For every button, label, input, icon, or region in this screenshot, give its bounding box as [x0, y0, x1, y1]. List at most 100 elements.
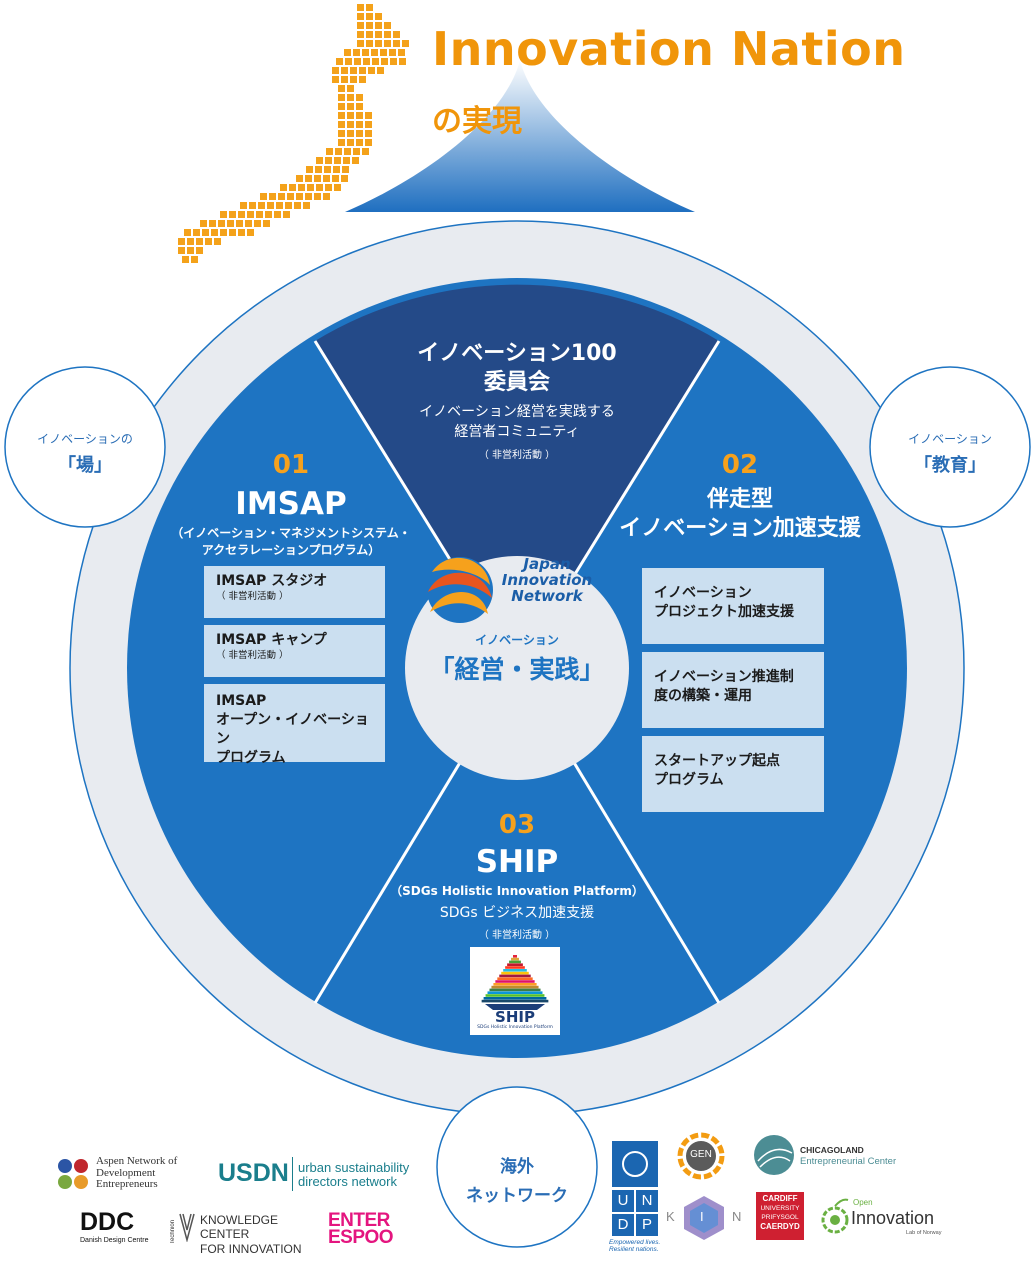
imsap-open-line2: オープン・イノベーション	[216, 711, 369, 747]
right-segment-text: 02 伴走型 イノベーション加速支援	[580, 450, 900, 543]
kin-logo: K I N	[664, 1193, 744, 1243]
aspen-line1: Aspen Network of	[96, 1155, 178, 1167]
technion-word: Technion	[170, 1219, 176, 1244]
system-building-line1: イノベーション推進制	[654, 669, 794, 685]
undp-logo: U N D P Empowered lives. Resilient natio…	[609, 1141, 660, 1261]
left-segment-text: 01 IMSAP （イノベーション・マネジメントシステム・ アクセラレーションプ…	[141, 450, 441, 558]
right-circle-big: 「教育」	[914, 455, 986, 476]
left-side-circle	[4, 366, 166, 528]
usdn-sub2: directors network	[298, 1173, 397, 1189]
project-support-line2: プロジェクト加速支援	[654, 603, 794, 620]
open-small: Open	[853, 1198, 873, 1207]
ship-logo-sub: SDGs Holistic Innovation Platform	[477, 1025, 553, 1030]
right-segment-name1: 伴走型	[706, 487, 773, 512]
kin-hexagon-icon	[684, 1196, 724, 1240]
cardiff-line3: PRIFYSGOL	[761, 1213, 799, 1221]
bottom-circle-line2: ネットワーク	[466, 1186, 568, 1206]
ddc-logo: DDC Danish Design Centre	[80, 1208, 170, 1252]
kci-logo: Technion KNOWLEDGE CENTER FOR INNOVATION	[170, 1210, 320, 1256]
cardiff-line2: UNIVERSITY	[760, 1204, 800, 1212]
right-side-circle	[869, 366, 1031, 528]
enter-line1: ENTER	[328, 1210, 390, 1231]
undp-tag1: Empowered lives.	[609, 1239, 661, 1246]
enter-espoo-logo: ENTER ESPOO	[328, 1210, 428, 1249]
undp-emblem-icon	[612, 1141, 658, 1187]
undp-n: N	[636, 1190, 658, 1212]
left-circle-label: イノベーションの 「場」	[10, 430, 160, 477]
chicagoland-globe-icon	[754, 1135, 794, 1175]
open-innovation-icon	[821, 1198, 849, 1234]
chicagoland-line2: Entrepreneurial Center	[800, 1156, 897, 1167]
aspen-logo-icon	[58, 1159, 92, 1191]
top-segment-title2: 委員会	[483, 369, 550, 395]
open-sub: Lab of Norway	[906, 1230, 942, 1236]
startup-program-line1: スタートアップ起点	[654, 753, 780, 769]
undp-u: U	[612, 1190, 634, 1212]
top-segment-text: イノベーション100 委員会 イノベーション経営を実践する 経営者コミュニティ …	[367, 340, 667, 461]
undp-p: P	[636, 1214, 658, 1236]
project-support-line1: イノベーション	[654, 585, 752, 601]
cardiff-line4: CAERDYD	[760, 1222, 800, 1232]
ship-logo-text: SHIP SDGs Holistic Innovation Platform	[470, 1008, 560, 1031]
top-segment-title1: イノベーション100	[417, 341, 617, 366]
japan-map-icon	[178, 4, 409, 263]
undp-tag2: Resilient nations.	[609, 1246, 659, 1254]
ship-logo-word: SHIP	[495, 1008, 535, 1026]
right-segment-name2: イノベーション加速支援	[619, 515, 861, 541]
page-subtitle: の実現	[432, 104, 522, 139]
page-title: Innovation Nation	[432, 22, 906, 76]
kin-i: I	[700, 1209, 704, 1224]
startup-program-line2: プログラム	[654, 771, 724, 788]
imsap-open-line1: IMSAP	[216, 693, 267, 709]
aspen-line3: Entrepreneurs	[96, 1178, 158, 1191]
open-innovation-logo: Open Innovation Lab of Norway	[820, 1192, 960, 1242]
jin-logo-text: Japan Innovation Network	[497, 555, 597, 605]
top-segment-note: （ 非営利活動 ）	[478, 449, 556, 461]
undp-tagline: Empowered lives. Resilient nations.	[609, 1239, 660, 1254]
imsap-studio-note: （ 非営利活動 ）	[216, 590, 289, 602]
right-circle-small: イノベーション	[908, 432, 992, 446]
jin-logo-line3: Network	[511, 586, 583, 605]
jin-logo-line2: Innovation	[501, 570, 593, 589]
usdn-word: USDN	[218, 1159, 289, 1187]
center-label-big: 「経営・実践」	[429, 655, 605, 684]
bottom-segment-number: 03	[498, 810, 536, 840]
bottom-segment-desc1: （SDGs Holistic Innovation Platform）	[390, 884, 644, 898]
imsap-studio-box: IMSAP スタジオ （ 非営利活動 ）	[204, 566, 385, 618]
bottom-circle-label: 海外 ネットワーク	[442, 1152, 592, 1206]
left-circle-small: イノベーションの	[37, 432, 133, 446]
jin-logo-line1: Japan	[523, 555, 571, 573]
imsap-open-box: IMSAP オープン・イノベーション プログラム	[204, 684, 385, 766]
cardiff-line1: CARDIFF	[762, 1194, 798, 1203]
aspen-logo: Aspen Network of Development Entrepreneu…	[58, 1155, 208, 1196]
usdn-sub1: urban sustainability	[298, 1160, 410, 1175]
project-support-box: イノベーション プロジェクト加速支援	[642, 568, 824, 644]
right-circle-label: イノベーション 「教育」	[875, 430, 1025, 477]
ddc-sub: Danish Design Centre	[80, 1237, 149, 1244]
gen-ring-icon	[677, 1132, 725, 1180]
enter-line2: ESPOO	[328, 1227, 394, 1249]
usdn-logo: USDN urban sustainability directors netw…	[218, 1157, 418, 1197]
bottom-side-circle	[436, 1086, 598, 1248]
center-label-small: イノベーション	[475, 633, 559, 647]
top-sector	[315, 284, 719, 668]
gen-word: GEN	[690, 1149, 712, 1160]
kin-n: N	[732, 1209, 742, 1224]
left-segment-number: 01	[272, 450, 310, 480]
open-big: Innovation	[851, 1208, 935, 1228]
bottom-circle-line1: 海外	[500, 1157, 534, 1177]
kin-k: K	[666, 1209, 675, 1224]
usdn-sub: urban sustainability directors network	[298, 1161, 409, 1188]
mountain-shape	[345, 60, 695, 212]
left-segment-desc1: （イノベーション・マネジメントシステム・	[171, 526, 411, 540]
bottom-segment-name: SHIP	[475, 844, 559, 880]
kci-line2: FOR INNOVATION	[200, 1241, 302, 1256]
kci-logo-icon	[179, 1213, 195, 1242]
imsap-camp-note: （ 非営利活動 ）	[216, 649, 289, 661]
aspen-logo-text: Aspen Network of Development Entrepreneu…	[96, 1155, 178, 1191]
ddc-word: DDC	[80, 1208, 135, 1236]
left-segment-desc2: アクセラレーションプログラム）	[201, 543, 381, 557]
top-segment-desc1: イノベーション経営を実践する	[419, 404, 615, 421]
undp-d: D	[612, 1214, 634, 1236]
